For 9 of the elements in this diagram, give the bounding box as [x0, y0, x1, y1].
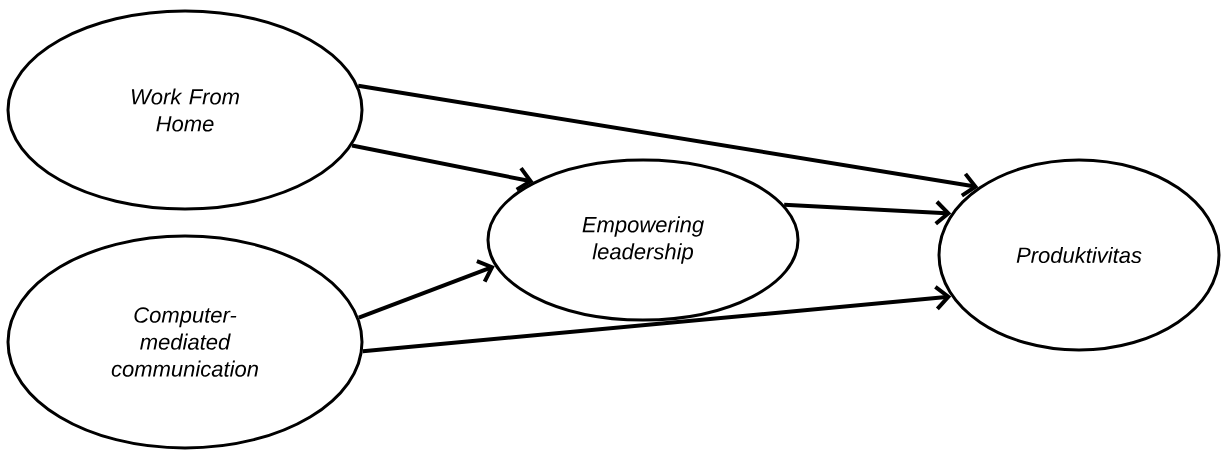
ellipse-node: Computer-mediated communication: [6, 234, 364, 450]
arrow: [784, 200, 952, 226]
ellipse-node: Produktivitas: [937, 158, 1221, 352]
ellipse-node: Work From Home: [6, 9, 364, 211]
arrow: [351, 143, 534, 192]
arrow: [358, 259, 495, 320]
arrow: [362, 285, 952, 354]
arrow: [357, 83, 979, 198]
ellipse-node: Empowering leadership: [486, 158, 800, 322]
